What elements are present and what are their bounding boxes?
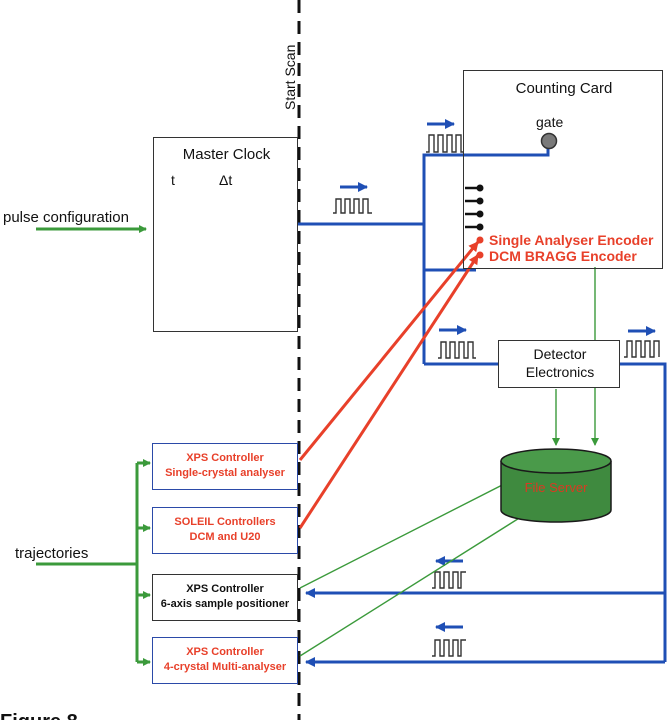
- encoder-lines: [298, 241, 480, 529]
- green-arrows: [36, 225, 151, 666]
- pulse-configuration-label: pulse configuration: [3, 209, 129, 226]
- controller-4-line1: XPS Controller: [186, 646, 264, 658]
- figure-label: Figure 8: [0, 711, 78, 720]
- controller-3-line2: 6-axis sample positioner: [160, 598, 290, 610]
- trajectories-label: trajectories: [15, 545, 89, 562]
- file-server-cylinder: [500, 448, 612, 523]
- controller-1-line2: Single-crystal analyser: [165, 467, 285, 479]
- detector-label-line2: Electronics: [525, 364, 595, 380]
- controller-4-line2: 4-crystal Multi-analyser: [163, 661, 287, 673]
- clock-signal-lines: [297, 147, 667, 667]
- controller-multi-analyser: XPS Controller 4-crystal Multi-analyser: [152, 637, 298, 684]
- dt-label: Δt: [219, 172, 233, 188]
- controller-single-crystal: XPS Controller Single-crystal analyser: [152, 443, 298, 490]
- counting-card-title: Counting Card: [515, 80, 613, 97]
- pulse-trains: [333, 134, 660, 657]
- master-clock-box: Master Clock t Δt: [153, 137, 298, 332]
- start-scan-label: Start Scan: [282, 44, 298, 110]
- dcm-bragg-encoder-label: DCM BRAGG Encoder: [489, 248, 637, 264]
- file-server-label: File Server: [524, 480, 588, 495]
- controller-soleil: SOLEIL Controllers DCM and U20: [152, 507, 298, 554]
- counting-card-box: Counting Card gate Single Analyser Encod…: [463, 70, 663, 269]
- controller-2-line1: SOLEIL Controllers: [174, 516, 276, 528]
- single-analyser-encoder-label: Single Analyser Encoder: [489, 232, 654, 248]
- controller-2-line2: DCM and U20: [189, 531, 261, 543]
- detector-label-line1: Detector: [533, 346, 587, 362]
- gate-icon: [540, 132, 558, 150]
- encoder-pin-dots: [476, 184, 484, 231]
- controller-1-line1: XPS Controller: [186, 452, 264, 464]
- controller-6-axis: XPS Controller 6-axis sample positioner: [152, 574, 298, 621]
- gate-label: gate: [536, 114, 564, 130]
- t-label: t: [171, 172, 175, 188]
- controller-3-line1: XPS Controller: [186, 583, 264, 595]
- encoder-pins: [465, 186, 478, 229]
- master-clock-title: Master Clock: [182, 146, 271, 163]
- detector-electronics-box: Detector Electronics: [498, 340, 620, 388]
- flow-arrows: [340, 119, 656, 632]
